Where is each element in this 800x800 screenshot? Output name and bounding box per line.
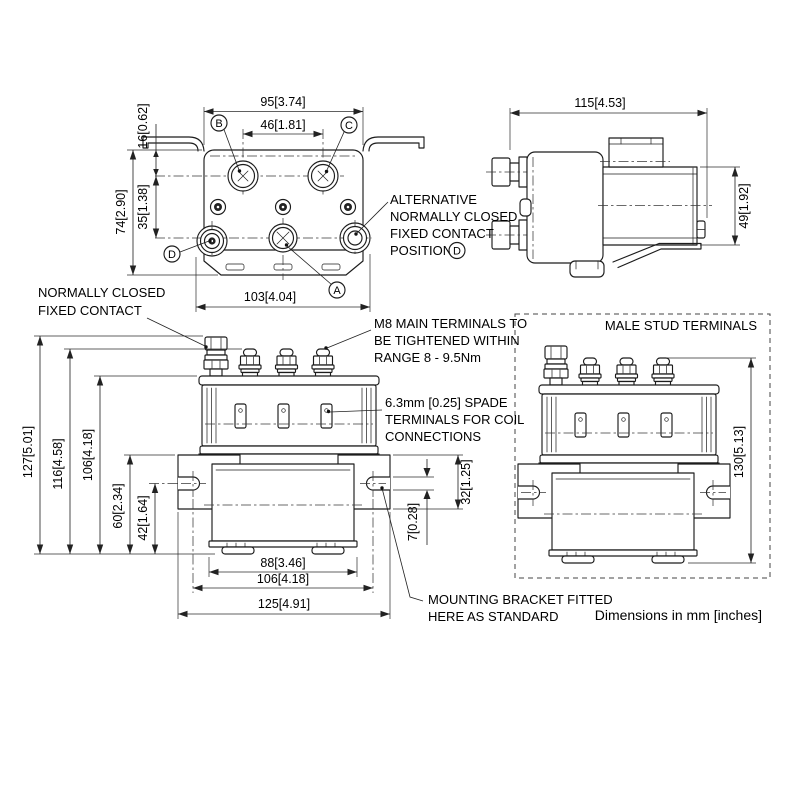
male-stud-view: MALE STUD TERMINALS 130[5.13] [514, 313, 771, 579]
note-mounting-bracket: MOUNTING BRACKET FITTED HERE AS STANDARD [380, 486, 613, 624]
dim-label-16: 16[0.62] [136, 103, 150, 148]
balloon-c: C [324, 116, 358, 174]
main-stud-terminal-1 [238, 348, 262, 379]
note-nc-line1: NORMALLY CLOSED [38, 285, 165, 300]
note-m8-line2: BE TIGHTENED WITHIN [374, 333, 520, 348]
dim-label-125: 125[4.91] [258, 597, 310, 611]
coil-screw-icons [209, 198, 357, 216]
terminal-d-circle [199, 228, 225, 254]
note-mounting-line2: HERE AS STANDARD [428, 609, 559, 624]
dim-row-spacing: 35[1.38] [136, 176, 160, 238]
dim-side-length: 115[4.53] [509, 96, 708, 218]
dim-top-width: 95[3.74] [203, 95, 364, 145]
dim-label-60: 60[2.34] [111, 483, 125, 528]
note-spade-line2: TERMINALS FOR COIL [385, 412, 524, 427]
dim-label-88: 88[3.46] [260, 556, 305, 570]
note-nc-line2: FIXED CONTACT [38, 303, 142, 318]
alt-d-balloon-label: D [453, 246, 461, 258]
dim-stud-spacing: 46[1.81] [243, 118, 323, 138]
dim-label-106: 106[4.18] [81, 429, 95, 481]
main-stud-terminal-3 [311, 348, 335, 379]
balloon-b: B [210, 114, 242, 173]
dim-label-116: 116[4.58] [51, 438, 65, 489]
side-bump [519, 198, 532, 217]
bracket-tab-left [142, 136, 205, 152]
balloon-a: A [284, 243, 346, 299]
note-alt-line1: ALTERNATIVE [390, 192, 477, 207]
nc-fixed-contact-terminal [203, 336, 229, 377]
side-body [526, 151, 604, 264]
dim-side-height: 49[1.92] [700, 166, 751, 246]
alt-nc-position-circle [342, 225, 368, 251]
dim-label-127: 127[5.01] [21, 426, 35, 478]
male-stud-box [514, 313, 771, 579]
terminal-b-circle [227, 160, 259, 192]
note-mounting-line1: MOUNTING BRACKET FITTED [428, 592, 613, 607]
units-note: Dimensions in mm [inches] [595, 607, 762, 623]
dim-stud-view-height: 130[5.13] [666, 357, 756, 564]
dim-label-74: 74[2.90] [114, 189, 128, 234]
side-coil-box [600, 137, 670, 168]
note-spade-terminals: 6.3mm [0.25] SPADE TERMINALS FOR COIL CO… [326, 395, 524, 444]
side-cylinder [598, 166, 712, 246]
terminal-c-circle [307, 160, 339, 192]
front-view-dimensions: 127[5.01] 116[4.58] 106[4.18] 60[2.34] 4… [21, 335, 473, 619]
note-alternative-position: ALTERNATIVE NORMALLY CLOSED FIXED CONTAC… [354, 192, 517, 260]
bracket-tab-right [362, 136, 425, 152]
dim-label-7: 7[0.28] [406, 503, 420, 541]
dim-label-103: 103[4.04] [244, 290, 296, 304]
dim-top-edge-offset: 16[0.62] [136, 103, 159, 176]
side-bracket-foot [569, 242, 702, 278]
side-view: 115[4.53] 49[1.92] [486, 96, 751, 278]
note-spade-line3: CONNECTIONS [385, 429, 481, 444]
note-spade-line1: 6.3mm [0.25] SPADE [385, 395, 508, 410]
dim-label-106b: 106[4.18] [257, 572, 309, 586]
annotations: NORMALLY CLOSED FIXED CONTACT ALTERNATIV… [38, 192, 762, 624]
terminal-c-label: C [345, 120, 353, 132]
terminal-b-label: B [215, 118, 222, 130]
coil-body [204, 463, 362, 555]
dim-label-95: 95[3.74] [260, 95, 305, 109]
dim-body-depth: 74[2.90] [114, 149, 218, 276]
terminal-a-label: A [333, 285, 341, 297]
terminal-d-label: D [168, 249, 176, 261]
main-stud-terminal-2 [274, 348, 299, 379]
note-alt-line4: POSITION [390, 243, 452, 258]
dim-label-35: 35[1.38] [136, 184, 150, 229]
terminal-a-circle [268, 223, 298, 253]
male-stud-view-geometry [517, 345, 731, 564]
dim-base-width: 103[4.04] [195, 254, 371, 312]
note-alt-line2: NORMALLY CLOSED [390, 209, 517, 224]
note-m8-line1: M8 MAIN TERMINALS TO [374, 316, 527, 331]
dim-label-130: 130[5.13] [732, 426, 746, 478]
front-view-geometry [177, 336, 391, 555]
note-alt-line3: FIXED CONTACT [390, 226, 494, 241]
dim-label-115: 115[4.53] [574, 96, 625, 110]
dim-label-32: 32[1.25] [459, 459, 473, 504]
side-terminals [486, 156, 532, 251]
dim-label-46: 46[1.81] [260, 118, 305, 132]
contact-housing [198, 375, 380, 455]
balloon-d: D [163, 239, 212, 263]
note-m8-terminals: M8 MAIN TERMINALS TO BE TIGHTENED WITHIN… [324, 316, 527, 365]
top-view: 95[3.74] 46[1.81] 16[0.62] 35[1.38] 74[2… [114, 95, 425, 312]
dim-label-42: 42[1.64] [136, 495, 150, 540]
note-normally-closed: NORMALLY CLOSED FIXED CONTACT [38, 285, 208, 349]
dim-label-49: 49[1.92] [737, 183, 751, 228]
male-stud-box-title: MALE STUD TERMINALS [605, 318, 758, 333]
top-view-base [203, 249, 364, 276]
note-m8-line3: RANGE 8 - 9.5Nm [374, 350, 481, 365]
